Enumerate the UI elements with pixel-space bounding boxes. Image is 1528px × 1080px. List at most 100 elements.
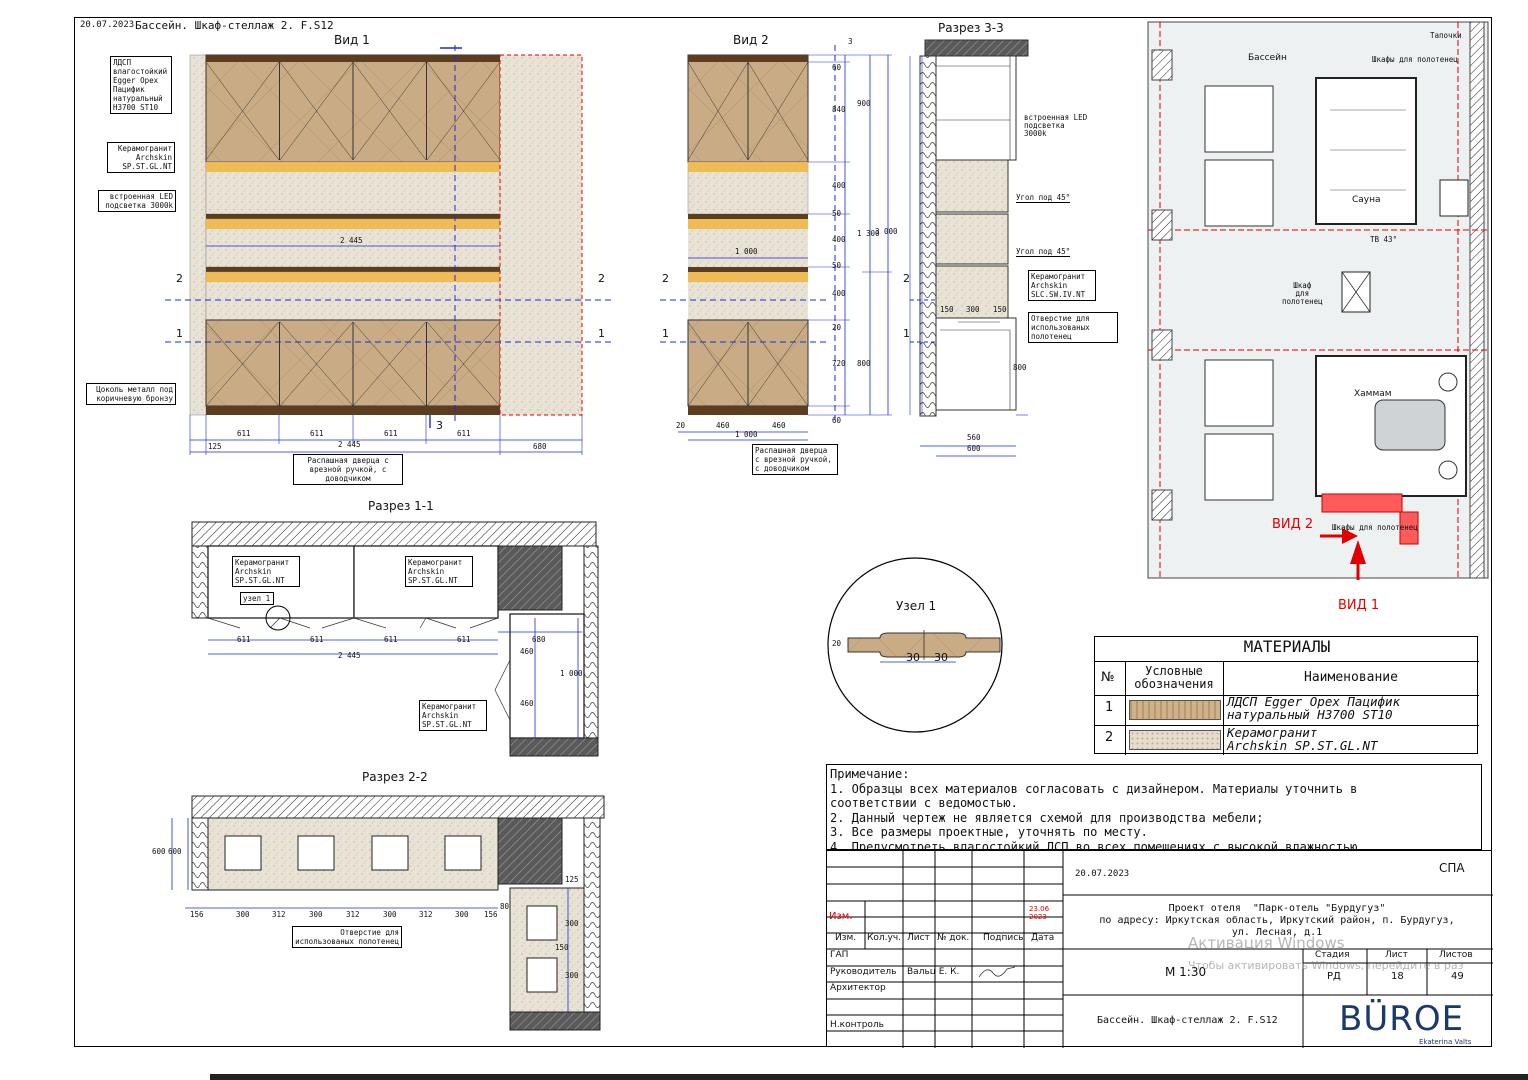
- materials-table: МАТЕРИАЛЫ № Условные обозначения Наимено…: [1094, 636, 1479, 755]
- view-2-drawing: [660, 45, 892, 441]
- stamp-head-kol: Кол.уч.: [867, 933, 902, 943]
- callout-otverstie-22: Отверстие для использованых полотенец: [292, 926, 402, 948]
- plan-label-tv: ТВ 43°: [1370, 235, 1398, 244]
- r11-dim-460-a: 460: [520, 647, 534, 656]
- r22-dim-80: 80: [500, 902, 510, 911]
- stamp-izm-date: 23.06 2023: [1029, 905, 1050, 921]
- section-2-2-title: Разрез 2-2: [362, 770, 428, 784]
- section-1-1-title: Разрез 1-1: [368, 499, 434, 513]
- materials-row-2-no: 2: [1105, 730, 1114, 745]
- v1-section-mark-2-right: 2: [598, 272, 605, 285]
- header-sheet-title: Бассейн. Шкаф-стеллаж 2. F.S12: [135, 19, 334, 32]
- r22-dim-125: 125: [565, 875, 579, 884]
- v2-section-mark-2-right: 2: [903, 272, 910, 285]
- stamp-signature: [978, 966, 1016, 978]
- r22-dim-300-d: 300: [455, 910, 469, 919]
- stamp-ruk: Руководитель: [830, 967, 897, 977]
- callout-otverstie-33: Отверстие для использованых полотенец: [1028, 312, 1118, 343]
- v2-dim-60-top: 60: [832, 63, 842, 72]
- v2-dim-50-b: 50: [832, 261, 842, 270]
- v1-section-mark-1-right: 1: [598, 327, 605, 340]
- watermark-text: Чтобы активировать Windows, перейдите в …: [1188, 960, 1464, 972]
- materials-row-2-swatch: [1129, 730, 1221, 750]
- callout-keram-slc: Керамогранит Archskin SLC.SW.IV.NT: [1028, 270, 1096, 301]
- v1-section-mark-1-left: 1: [176, 327, 183, 340]
- callout-door-1: Распашная дверца с врезной ручкой, с дов…: [293, 454, 403, 485]
- stamp-code: СПА: [1439, 861, 1465, 875]
- materials-title: МАТЕРИАЛЫ: [1243, 637, 1331, 656]
- v2-section-mark-2: 2: [662, 272, 669, 285]
- stamp-scale: М 1:30: [1165, 965, 1207, 979]
- callout-ldsp: ЛДСП влагостойкий Egger Opex Пацифик нат…: [110, 56, 172, 114]
- notes-item-1b: соответствии с ведомостью.: [830, 796, 1018, 810]
- r33-dim-800: 800: [1013, 363, 1027, 372]
- plan-label-shkafy-top: Шкафы для полотенец: [1372, 55, 1458, 64]
- v1-dim-611-a: 611: [237, 429, 251, 438]
- r11-dim-460-b: 460: [520, 699, 534, 708]
- callout-led: встроенная LED подсветка 3000k: [98, 190, 176, 212]
- r33-dim-150-b: 150: [993, 305, 1007, 314]
- stamp-head-data: Дата: [1031, 933, 1055, 943]
- stamp-nkontr: Н.контроль: [830, 1020, 884, 1030]
- stamp-head-podp: Подпись: [983, 933, 1024, 943]
- v1-dim-611-b: 611: [310, 429, 324, 438]
- v1-dim-680: 680: [533, 442, 547, 451]
- uz-dim-30-a: 30: [906, 651, 920, 664]
- callout-keram-11-b: Керамогранит Archskin SP.ST.GL.NT: [405, 556, 473, 587]
- r11-dim-2445: 2 445: [338, 651, 361, 660]
- stamp-project: Проект отеля "Парк-отель "Бурдугуз" по а…: [1099, 903, 1455, 938]
- header-date: 20.07.2023: [80, 20, 135, 30]
- v1-dim-611-c: 611: [384, 429, 398, 438]
- v2-dim-800: 800: [857, 359, 871, 368]
- r11-dim-680: 680: [532, 635, 546, 644]
- r22-dim-300-v1: 300: [565, 919, 579, 928]
- buroe-logo-sub: Ekaterina Valts: [1419, 1038, 1472, 1046]
- r22-dim-156-b: 156: [484, 910, 498, 919]
- v2-dim-400-b: 400: [832, 235, 846, 244]
- section-1-1-drawing: [191, 521, 599, 757]
- view-1-title: Вид 1: [334, 33, 370, 47]
- v2-section-mark-1-right: 1: [903, 327, 910, 340]
- v1-dim-2445-bottom: 2 445: [338, 440, 361, 449]
- stamp-listov-head: Листов: [1439, 950, 1473, 960]
- v2-dim-50-a: 50: [832, 209, 842, 218]
- stamp-list-head: Лист: [1385, 950, 1408, 960]
- v2-dim-1000-mid: 1 000: [735, 247, 758, 256]
- v2-dim-20-b: 20: [832, 323, 842, 332]
- v2-dim-460-a: 460: [716, 421, 730, 430]
- r22-dim-312-c: 312: [419, 910, 433, 919]
- r22-dim-312-a: 312: [272, 910, 286, 919]
- view-2-title: Вид 2: [733, 33, 769, 47]
- stamp-sheet-name: Бассейн. Шкаф-стеллаж 2. F.S12: [1097, 1015, 1278, 1026]
- stamp-head-list: Лист: [907, 933, 930, 943]
- r22-dim-156-a: 156: [190, 910, 204, 919]
- r22-dim-300-b: 300: [309, 910, 323, 919]
- materials-row-1-no: 1: [1105, 700, 1114, 715]
- v1-dim-611-d: 611: [457, 429, 471, 438]
- v2-dim-1300: 1 300: [857, 229, 880, 238]
- v2-section-mark-3: 3: [848, 37, 853, 46]
- stamp-listov: 49: [1451, 971, 1464, 982]
- plan-label-hammam: Хаммам: [1354, 389, 1392, 399]
- r33-dim-600: 600: [967, 444, 981, 453]
- r11-dim-611-a: 611: [237, 635, 251, 644]
- stamp-head-izm: Изм.: [835, 933, 857, 943]
- notes-item-2: 2. Данный чертеж не является схемой для …: [830, 810, 1264, 825]
- uzel-1-drawing: [827, 557, 1003, 733]
- stamp-gap: ГАП: [830, 950, 849, 960]
- r33-dim-300: 300: [966, 305, 980, 314]
- r22-dim-600-b: 600: [168, 847, 182, 856]
- v2-dim-1000-bottom: 1 000: [735, 430, 758, 439]
- v2-section-mark-1: 1: [662, 327, 669, 340]
- r11-dim-611-c: 611: [384, 635, 398, 644]
- v2-dim-400-c: 400: [832, 289, 846, 298]
- sheet-frame: [74, 17, 1492, 1047]
- callout-ugol-1: Угол под 45°: [1016, 193, 1071, 203]
- notes-block: Примечание: 1. Образцы всех материалов с…: [826, 764, 1482, 854]
- v2-dim-720: 720: [832, 359, 846, 368]
- callout-keram-sp: Керамогранит Archskin SP.ST.GL.NT: [107, 142, 175, 173]
- v1-section-mark-3: 3: [436, 419, 443, 432]
- section-3-3-title: Разрез 3-3: [938, 21, 1004, 35]
- materials-col-name: Наименование: [1304, 670, 1398, 685]
